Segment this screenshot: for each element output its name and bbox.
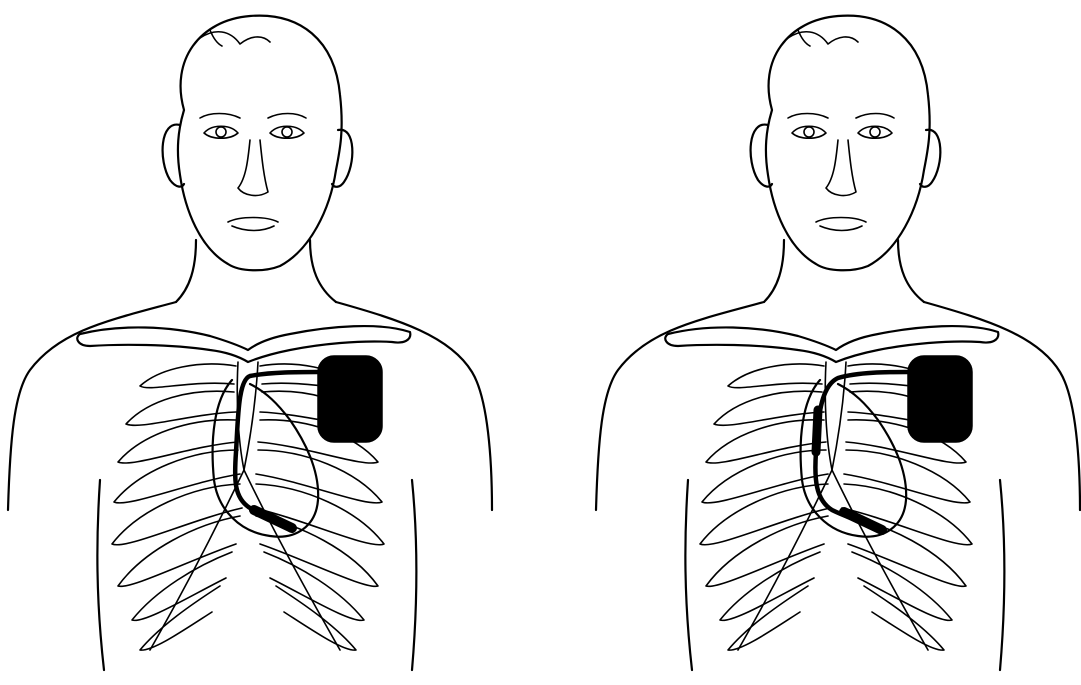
pacemaker-generator-icon-2	[908, 356, 972, 442]
pacemaker-generator-icon	[318, 356, 382, 442]
human-torso-outline-2	[596, 16, 1080, 670]
right-panel	[596, 16, 1080, 670]
lead-sensing-segment	[816, 410, 818, 452]
human-torso-outline	[8, 16, 492, 670]
left-panel	[8, 16, 492, 670]
lead-electrode-tip-2	[844, 512, 882, 530]
